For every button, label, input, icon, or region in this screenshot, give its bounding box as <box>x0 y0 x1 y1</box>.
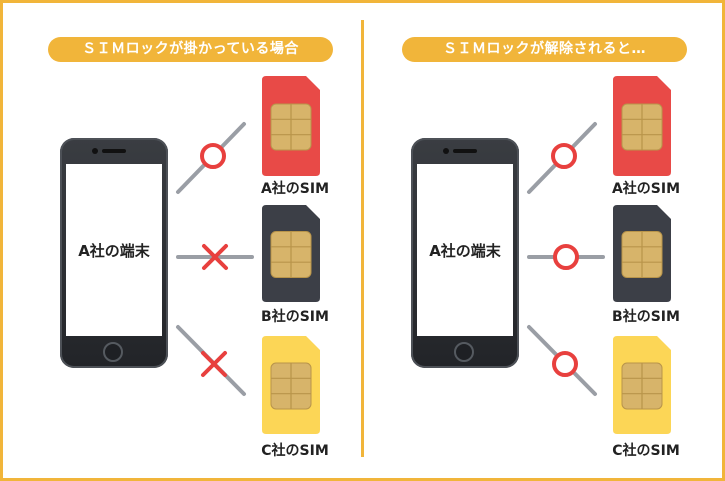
left-connections <box>176 76 320 434</box>
phone-device: A社の端末 <box>60 138 168 368</box>
camera-icon <box>443 148 449 154</box>
right-panel: A社の端末 A社のSIM B社のSIM C社のSIM <box>351 0 713 481</box>
sim-card-c <box>613 336 671 434</box>
compatible-circle-icon <box>200 143 226 169</box>
incompatible-cross-icon <box>202 244 228 270</box>
right-connections <box>527 76 671 434</box>
right-panel-title: ＳＩＭロックが解除されると… <box>402 37 687 62</box>
sim-label-b: B社のSIM <box>261 309 329 325</box>
device-label: A社の端末 <box>429 242 501 260</box>
sim-card-c <box>262 336 320 434</box>
home-button-icon <box>454 342 474 362</box>
compatible-circle-icon <box>552 351 578 377</box>
sim-label-b: B社のSIM <box>612 309 680 325</box>
left-panel-title: ＳＩＭロックが掛かっている場合 <box>48 37 333 62</box>
incompatible-cross-icon <box>201 351 227 377</box>
sim-label-c: C社のSIM <box>612 443 680 459</box>
compatible-circle-icon <box>553 244 579 270</box>
home-button-icon <box>103 342 123 362</box>
sim-card-b <box>613 205 671 302</box>
sim-card-a <box>262 76 320 176</box>
speaker-icon <box>453 149 477 153</box>
compatible-circle-icon <box>551 143 577 169</box>
sim-label-c: C社のSIM <box>261 443 329 459</box>
phone-device: A社の端末 <box>411 138 519 368</box>
sim-card-b <box>262 205 320 302</box>
phone-screen: A社の端末 <box>66 164 162 336</box>
speaker-icon <box>102 149 126 153</box>
panel-divider <box>361 20 364 457</box>
sim-label-a: A社のSIM <box>611 181 681 197</box>
device-label: A社の端末 <box>78 242 150 260</box>
left-panel: A社の端末 A社のSIM B社のSIM C社のSIM <box>0 0 362 481</box>
phone-screen: A社の端末 <box>417 164 513 336</box>
sim-label-a: A社のSIM <box>260 181 330 197</box>
camera-icon <box>92 148 98 154</box>
sim-card-a <box>613 76 671 176</box>
